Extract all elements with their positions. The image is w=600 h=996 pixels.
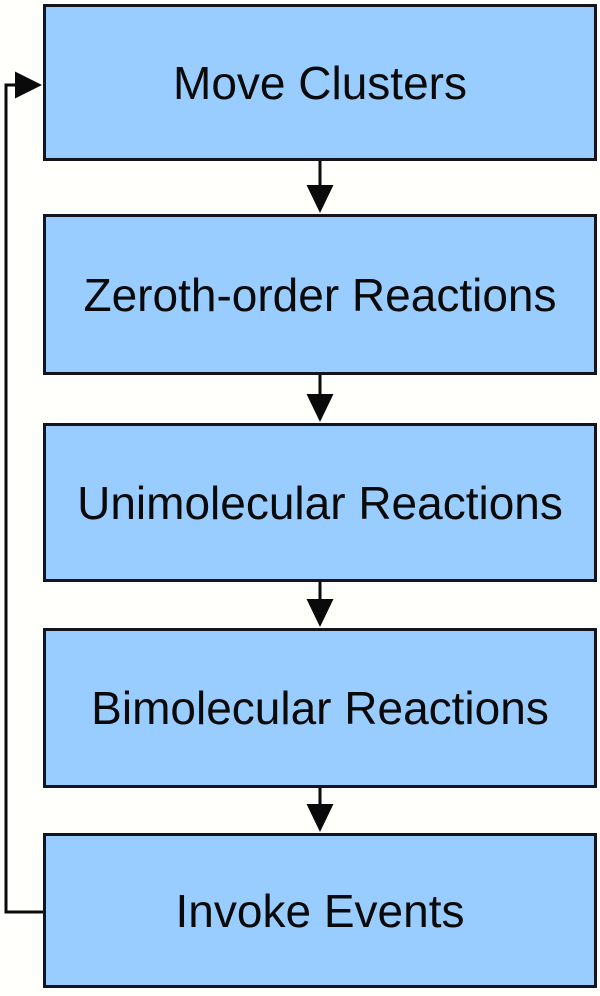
node-invoke-events-label: Invoke Events	[175, 884, 465, 937]
node-unimolecular-reactions: Unimolecular Reactions	[43, 423, 597, 582]
loopback-invoke-events-to-move-clusters	[4, 71, 43, 914]
arrow-bimolecular-to-invoke-events	[306, 787, 334, 832]
node-bimolecular-reactions-label: Bimolecular Reactions	[91, 682, 549, 734]
arrow-zeroth-order-to-unimolecular	[306, 374, 334, 422]
node-invoke-events: Invoke Events	[43, 833, 597, 988]
node-move-clusters: Move Clusters	[43, 4, 597, 161]
arrow-move-clusters-to-zeroth-order	[306, 160, 334, 213]
node-zeroth-order-reactions: Zeroth-order Reactions	[43, 214, 597, 375]
node-zeroth-order-reactions-label: Zeroth-order Reactions	[83, 268, 557, 321]
node-unimolecular-reactions-label: Unimolecular Reactions	[77, 476, 563, 529]
node-move-clusters-label: Move Clusters	[173, 56, 467, 109]
node-bimolecular-reactions: Bimolecular Reactions	[43, 628, 597, 788]
arrow-unimolecular-to-bimolecular	[306, 581, 334, 627]
